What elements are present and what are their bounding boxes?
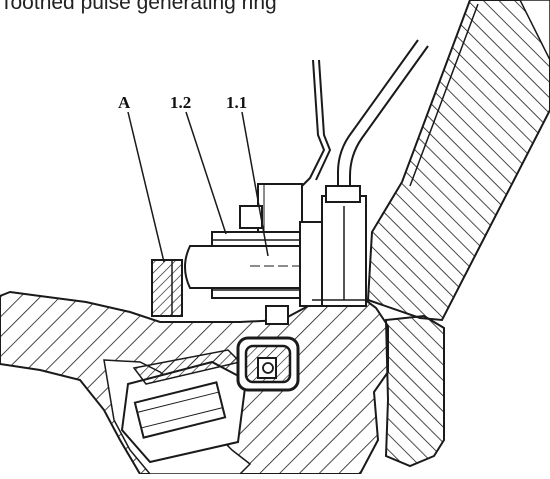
figure-caption: Toothed pulse generating ring <box>0 0 277 14</box>
leader-a <box>127 111 165 263</box>
roller-bearing <box>120 349 248 464</box>
leader-1-2 <box>185 111 227 235</box>
label-a: A <box>118 93 131 112</box>
oil-seal <box>236 336 300 392</box>
thin-wire <box>301 59 332 187</box>
support-arm <box>366 0 550 322</box>
wheel-rim <box>384 314 445 468</box>
leader-1-1 <box>241 111 269 257</box>
toothed-ring <box>151 259 183 317</box>
sensor-cable <box>337 39 429 196</box>
leader-lines <box>127 111 269 263</box>
label-1-2: 1.2 <box>170 93 191 112</box>
speed-sensor <box>184 183 370 325</box>
label-1-1: 1.1 <box>226 93 247 112</box>
